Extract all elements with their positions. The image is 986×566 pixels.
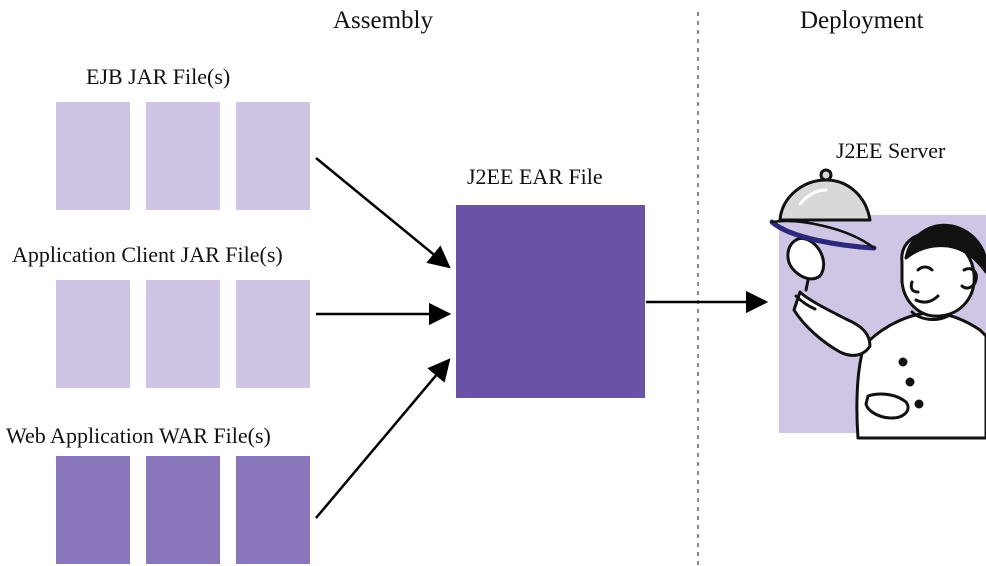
ejb-jar-file (56, 102, 130, 210)
web-to-ear-arrow (315, 358, 451, 519)
deployment-heading: Deployment (800, 7, 924, 34)
app-client-group-label: Application Client JAR File(s) (12, 242, 283, 267)
ear-file-label: J2EE EAR File (467, 164, 603, 189)
server-label: J2EE Server (836, 138, 946, 163)
app-client-jar-file (146, 280, 220, 388)
assembly-heading: Assembly (333, 7, 433, 34)
web-group-label: Web Application WAR File(s) (6, 423, 271, 448)
ear-file-box (456, 205, 645, 398)
ejb-group-label: EJB JAR File(s) (86, 64, 231, 89)
web-war-file (146, 456, 220, 564)
ejb-to-ear-arrow (315, 157, 451, 269)
waiter-icon (769, 168, 986, 440)
app-client-jar-file (56, 280, 130, 388)
ejb-jar-file (236, 102, 310, 210)
app-client-jar-file (236, 280, 310, 388)
ejb-jar-file (146, 102, 220, 210)
web-war-file (56, 456, 130, 564)
web-war-file (236, 456, 310, 564)
